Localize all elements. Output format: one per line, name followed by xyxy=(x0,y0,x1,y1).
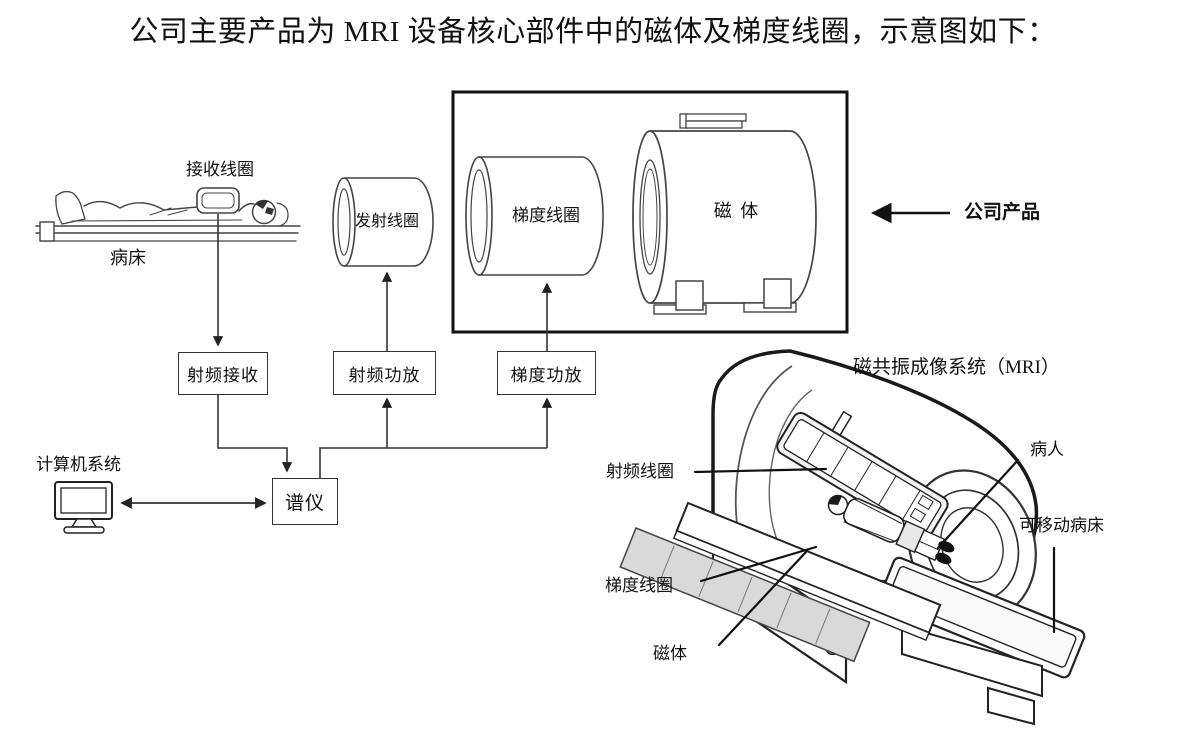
mri-rf-coil-label: 射频线圈 xyxy=(606,462,674,481)
transmit-coil-cylinder xyxy=(332,177,434,267)
patient-legs xyxy=(83,200,198,211)
gradient-coil-cylinder xyxy=(465,156,604,276)
mri-leader-lines xyxy=(693,458,1056,647)
company-product-label: 公司产品 xyxy=(964,202,1041,223)
computer-system-label: 计算机系统 xyxy=(36,455,121,474)
patient-arms xyxy=(149,207,188,216)
gradient-coil-label: 梯度线圈 xyxy=(512,206,580,225)
patient-leader xyxy=(936,458,1020,550)
mri-system-illustration xyxy=(619,349,1086,726)
rf-amplifier-label: 射频功放 xyxy=(348,365,421,385)
gradient-coil-leader xyxy=(699,545,818,583)
receive-coil-label: 接收线圈 xyxy=(186,160,254,179)
patient-bed-label: 病床 xyxy=(110,248,146,268)
gradient-amplifier-label: 梯度功放 xyxy=(510,365,583,385)
company-product-box xyxy=(451,90,849,334)
gradient-amplifier-box: 梯度功放 xyxy=(497,351,596,395)
rf-coil-panel xyxy=(776,410,949,540)
rf-receive-label: 射频接收 xyxy=(187,366,259,385)
rf-receive-box: 射频接收 xyxy=(178,352,268,395)
rf-coil-leader xyxy=(693,467,828,474)
mri-system-title: 磁共振成像系统（MRI） xyxy=(853,357,1060,378)
receive-coil-on-chest xyxy=(196,187,240,214)
patient-table xyxy=(672,501,942,642)
flow-connectors xyxy=(120,214,553,509)
transmit-coil-label: 发射线圈 xyxy=(354,213,419,230)
magnet-cylinder xyxy=(632,113,817,315)
pillow xyxy=(276,202,289,227)
mri-patient-figure xyxy=(827,494,955,565)
mri-gradient-coil-label: 梯度线圈 xyxy=(605,576,673,595)
page-title: 公司主要产品为 MRI 设备核心部件中的磁体及梯度线圈，示意图如下： xyxy=(129,16,1057,48)
computer-monitor-icon xyxy=(54,481,113,534)
mri-magnet-label: 磁体 xyxy=(653,644,687,663)
mri-patient-label: 病人 xyxy=(1030,440,1064,459)
movable-bed-tray xyxy=(877,556,1086,726)
magnet-label: 磁 体 xyxy=(713,201,761,221)
patient-feet xyxy=(55,190,86,225)
bore-arc-inner xyxy=(768,389,813,551)
magnet-leader xyxy=(717,550,808,647)
patient-on-bed-illustration xyxy=(35,187,301,242)
mri-movable-bed-label: 可移动病床 xyxy=(1019,516,1104,535)
rf-amplifier-box: 射频功放 xyxy=(333,351,436,395)
spectrometer-label: 谱仪 xyxy=(284,493,325,514)
spectrometer-box: 谱仪 xyxy=(272,478,338,525)
